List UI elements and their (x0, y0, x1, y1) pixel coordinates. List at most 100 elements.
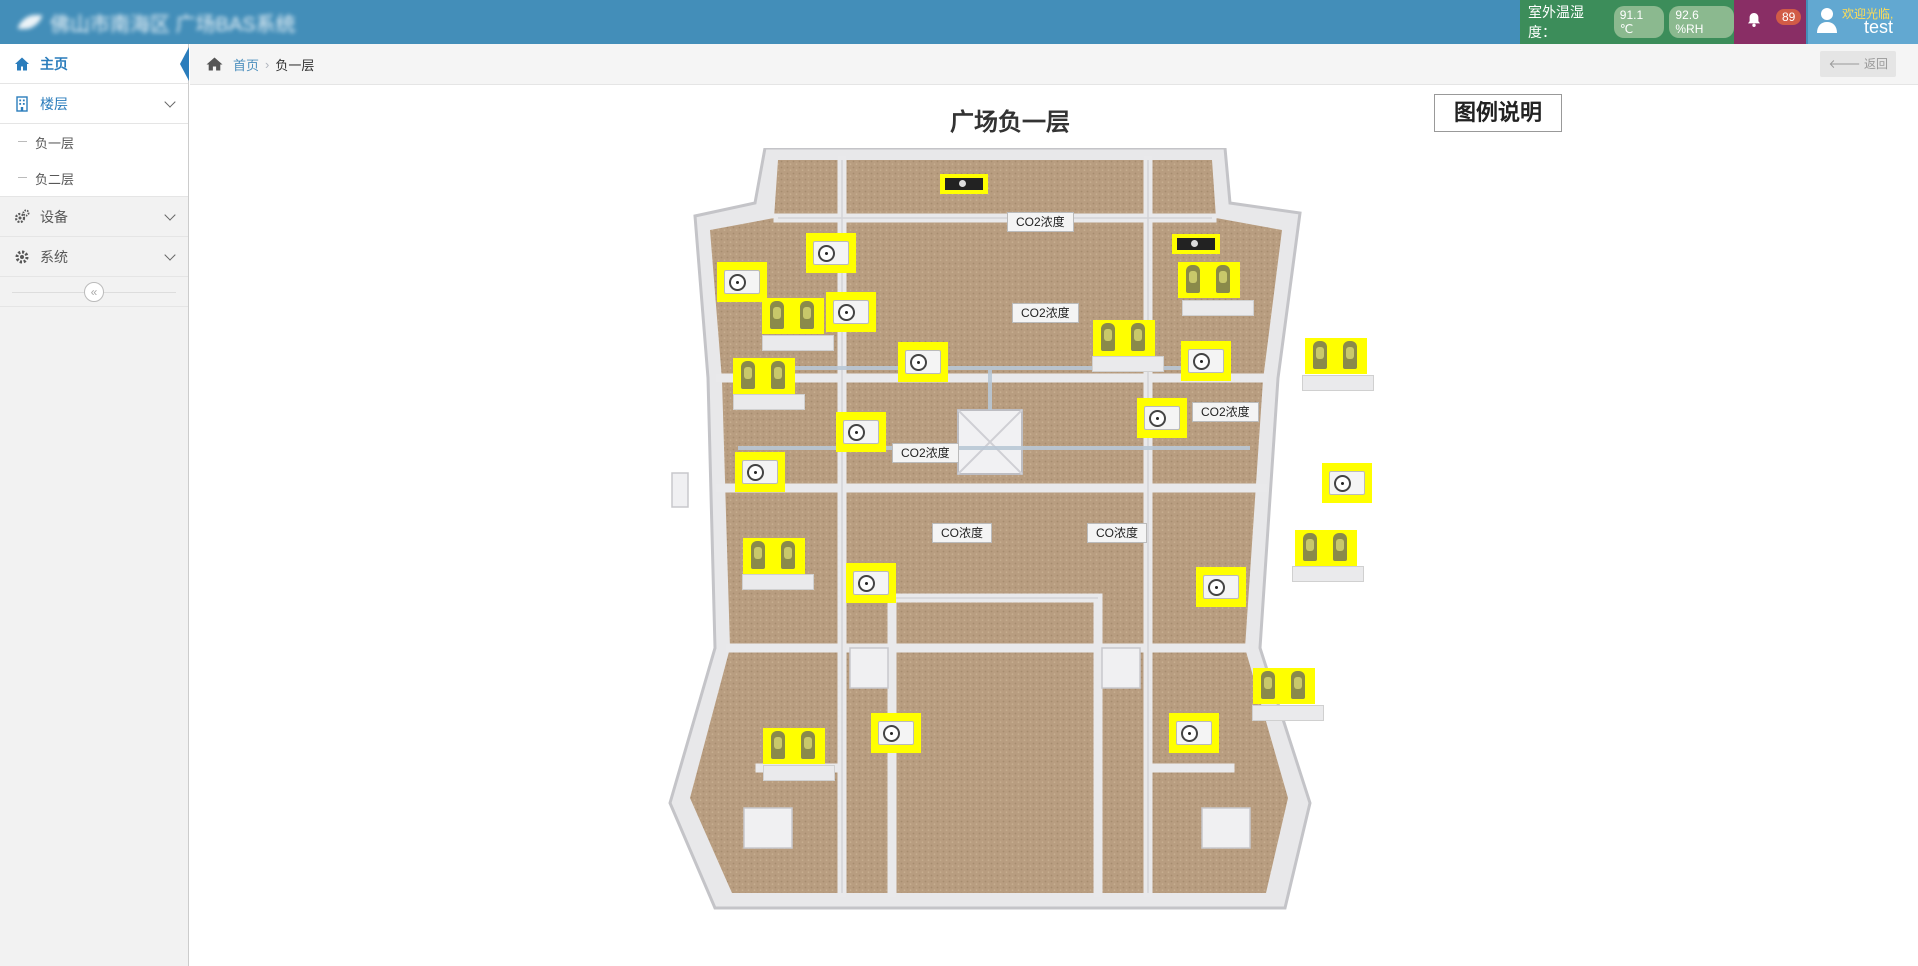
fan-device[interactable] (806, 233, 856, 273)
bell-icon (1748, 13, 1760, 27)
pump-device[interactable] (743, 538, 805, 574)
pump-device[interactable] (1178, 262, 1240, 298)
legend-button[interactable]: 图例说明 (1434, 94, 1562, 132)
co-sensor[interactable]: CO浓度 (1087, 523, 1148, 543)
sidebar-subitem-label: 负二层 (35, 171, 75, 187)
pump-icon (1131, 323, 1145, 351)
user-icon (1817, 8, 1837, 33)
sidebar-item-floors[interactable]: 楼层 (0, 84, 188, 124)
pump-icon (781, 541, 795, 569)
pump-device[interactable] (762, 298, 824, 334)
pump-icon (1343, 341, 1357, 369)
device-label-plate (1292, 566, 1364, 582)
fan-icon (858, 575, 875, 592)
camera-device[interactable] (1172, 234, 1220, 254)
sidebar-item-system[interactable]: 系统 (0, 237, 188, 277)
device-label-plate (1302, 375, 1374, 391)
sidebar-item-label: 系统 (40, 248, 68, 265)
notification-count-badge: 89 (1776, 9, 1802, 25)
sidebar-collapse-bar: « (0, 277, 188, 307)
sidebar-subitem-b1[interactable]: 负一层 (0, 124, 188, 160)
fan-icon (1181, 725, 1198, 742)
pump-device[interactable] (1295, 530, 1357, 566)
username: test (1864, 17, 1894, 37)
back-button[interactable]: 🡐 返回 (1820, 51, 1896, 77)
fan-device[interactable] (836, 412, 886, 452)
sidebar-item-label: 主页 (40, 55, 68, 72)
weather-label: 室外温湿度： (1528, 4, 1584, 40)
breadcrumb-separator: › (265, 56, 270, 72)
pump-icon (751, 541, 765, 569)
device-label-plate (1252, 705, 1324, 721)
fan-device[interactable] (1169, 713, 1219, 753)
arrow-left-icon: 🡐 (1828, 57, 1861, 71)
co2-sensor[interactable]: CO2浓度 (1007, 212, 1074, 232)
pump-icon (771, 361, 785, 389)
humidity-badge: 92.6 %RH (1669, 6, 1734, 38)
sidebar-item-label: 楼层 (40, 95, 68, 112)
fan-device[interactable] (846, 563, 896, 603)
fan-icon (729, 274, 746, 291)
device-label-plate (763, 765, 835, 781)
camera-icon (1177, 238, 1215, 250)
home-icon (15, 57, 29, 70)
pump-device[interactable] (763, 728, 825, 764)
pump-icon (801, 731, 815, 759)
fan-icon (1334, 475, 1351, 492)
top-bar: 佛山市南海区 广场BAS系统 室外温湿度： 91.1 ℃ 92.6 %RH 89… (0, 0, 1918, 44)
gear-icon (15, 250, 29, 263)
fan-device[interactable] (826, 292, 876, 332)
device-label-plate (733, 394, 805, 410)
device-label-plate (762, 335, 834, 351)
co2-sensor[interactable]: CO2浓度 (1192, 402, 1259, 422)
co2-sensor[interactable]: CO2浓度 (1012, 303, 1079, 323)
cogs-icon (14, 209, 30, 223)
fan-device[interactable] (717, 262, 767, 302)
pump-icon (800, 301, 814, 329)
home-icon (206, 57, 223, 71)
pump-device[interactable] (733, 358, 795, 394)
pump-icon (771, 731, 785, 759)
sidebar-item-devices[interactable]: 设备 (0, 197, 188, 237)
fan-device[interactable] (871, 713, 921, 753)
sidebar-collapse-button[interactable]: « (84, 282, 104, 302)
fan-device[interactable] (735, 452, 785, 492)
pump-icon (1291, 671, 1305, 699)
fan-icon (848, 424, 865, 441)
device-label-plate (742, 574, 814, 590)
building-icon (16, 95, 28, 112)
pump-device[interactable] (1305, 338, 1367, 374)
camera-icon (945, 178, 983, 190)
fan-icon (1193, 353, 1210, 370)
breadcrumb-home-link[interactable]: 首页 (233, 57, 260, 73)
notifications-button[interactable]: 89 (1734, 0, 1806, 44)
pump-device[interactable] (1253, 668, 1315, 704)
camera-device[interactable] (940, 174, 988, 194)
fan-device[interactable] (1181, 341, 1231, 381)
sidebar-item-home[interactable]: 主页 (0, 44, 189, 84)
app-brand[interactable]: 佛山市南海区 广场BAS系统 (17, 8, 296, 36)
pump-device[interactable] (1093, 320, 1155, 356)
fan-icon (747, 464, 764, 481)
fan-icon (883, 725, 900, 742)
fan-icon (838, 304, 855, 321)
user-menu[interactable]: 欢迎光临, test (1808, 0, 1918, 44)
co-sensor[interactable]: CO浓度 (932, 523, 993, 543)
welcome-text: 欢迎光临, (1842, 7, 1894, 21)
fan-device[interactable] (1137, 398, 1187, 438)
pump-icon (770, 301, 784, 329)
pump-icon (1216, 265, 1230, 293)
fan-device[interactable] (898, 342, 948, 382)
chevron-down-icon (164, 209, 176, 221)
sidebar: 主页 楼层 负一层 负二层 设备 系统 (0, 44, 189, 966)
floors-submenu: 负一层 负二层 (0, 124, 188, 197)
outdoor-weather: 室外温湿度： 91.1 ℃ 92.6 %RH (1520, 0, 1734, 44)
fan-icon (1149, 410, 1166, 427)
fan-device[interactable] (1322, 463, 1372, 503)
co2-sensor[interactable]: CO2浓度 (892, 443, 959, 463)
pump-icon (1101, 323, 1115, 351)
fan-device[interactable] (1196, 567, 1246, 607)
chevron-down-icon (164, 96, 176, 108)
breadcrumb-current: 负一层 (275, 57, 315, 73)
sidebar-subitem-b2[interactable]: 负二层 (0, 160, 188, 196)
